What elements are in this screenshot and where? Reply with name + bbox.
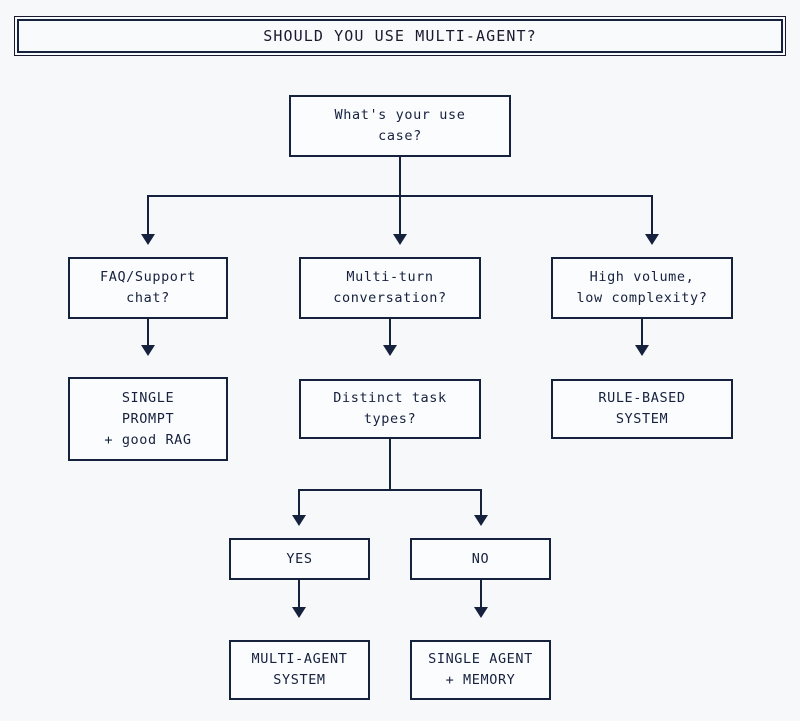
connector-yes-no-bus xyxy=(298,489,482,491)
arrowhead-to-rule-based xyxy=(635,345,649,356)
node-use-case-label: What's your use case? xyxy=(334,107,466,144)
node-distinct-task-types-label: Distinct task types? xyxy=(333,390,447,427)
connector-bus-drop-center xyxy=(399,195,401,234)
node-yes-label: YES xyxy=(286,550,313,567)
node-no-label: NO xyxy=(471,550,490,567)
node-single-prompt[interactable]: SINGLE PROMPT + good RAG xyxy=(68,377,228,461)
arrowhead-to-single-agent-memory xyxy=(474,607,488,618)
chart-title-banner-inner: SHOULD YOU USE MULTI-AGENT? xyxy=(17,19,783,53)
page-title: SHOULD YOU USE MULTI-AGENT? xyxy=(263,27,537,45)
arrowhead-to-no xyxy=(474,515,488,526)
node-high-volume[interactable]: High volume, low complexity? xyxy=(551,257,733,319)
connector-high-volume-to-rule-based xyxy=(641,319,643,345)
arrowhead-to-multi-turn xyxy=(393,234,407,245)
node-faq-support[interactable]: FAQ/Support chat? xyxy=(68,257,228,319)
arrowhead-to-yes xyxy=(292,515,306,526)
node-faq-support-label: FAQ/Support chat? xyxy=(99,269,196,306)
arrowhead-to-faq-support xyxy=(141,234,155,245)
connector-root-stem xyxy=(399,157,401,195)
node-distinct-task-types[interactable]: Distinct task types? xyxy=(299,379,481,439)
node-yes[interactable]: YES xyxy=(229,538,370,580)
arrowhead-to-single-prompt xyxy=(141,345,155,356)
connector-yes-to-multi-agent xyxy=(298,580,300,607)
node-multi-agent-system[interactable]: MULTI-AGENT SYSTEM xyxy=(229,640,370,700)
chart-title-banner: SHOULD YOU USE MULTI-AGENT? xyxy=(14,16,786,56)
connector-distinct-task-stem xyxy=(389,439,391,491)
connector-bus-drop-left xyxy=(147,195,149,234)
connector-bus-drop-yes xyxy=(298,489,300,515)
node-rule-based-system[interactable]: RULE-BASED SYSTEM xyxy=(551,379,733,439)
node-single-agent-memory-label: SINGLE AGENT + MEMORY xyxy=(428,651,533,688)
node-high-volume-label: High volume, low complexity? xyxy=(576,269,708,306)
arrowhead-to-high-volume xyxy=(645,234,659,245)
connector-multi-turn-to-distinct-task xyxy=(389,319,391,345)
connector-bus-drop-right xyxy=(651,195,653,234)
arrowhead-to-multi-agent-system xyxy=(292,607,306,618)
node-multi-agent-system-label: MULTI-AGENT SYSTEM xyxy=(251,651,348,688)
node-single-agent-memory[interactable]: SINGLE AGENT + MEMORY xyxy=(410,640,551,700)
node-single-prompt-label: SINGLE PROMPT + good RAG xyxy=(104,389,192,448)
node-rule-based-system-label: RULE-BASED SYSTEM xyxy=(598,390,686,427)
node-use-case[interactable]: What's your use case? xyxy=(289,95,511,157)
connector-faq-to-single-prompt xyxy=(147,319,149,345)
node-multi-turn[interactable]: Multi-turn conversation? xyxy=(299,257,481,319)
node-multi-turn-label: Multi-turn conversation? xyxy=(333,269,447,306)
connector-no-to-single-agent xyxy=(480,580,482,607)
connector-bus-drop-no xyxy=(480,489,482,515)
node-no[interactable]: NO xyxy=(410,538,551,580)
arrowhead-to-distinct-task xyxy=(383,345,397,356)
